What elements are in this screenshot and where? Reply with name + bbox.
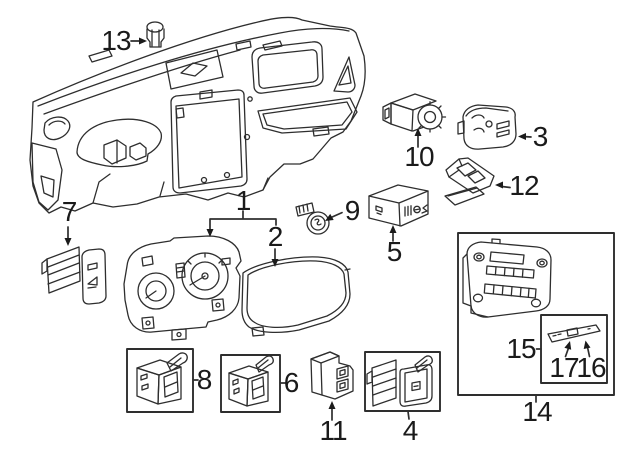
instrument-panel-drawing: [29, 16, 366, 214]
callout-label-12: 12: [509, 170, 539, 201]
part-13-clip: [146, 21, 165, 48]
part-6-switch-assembly: [220, 354, 281, 413]
callout-label-1: 1: [235, 185, 252, 216]
callout-label-6: 6: [283, 367, 300, 398]
callout-label-5: 5: [386, 236, 403, 267]
callout-label-17: 17: [549, 352, 579, 383]
part-2-cluster-lens: [241, 256, 351, 337]
callout-label-15: 15: [506, 333, 536, 364]
callout-label-9: 9: [344, 195, 361, 226]
callout-label-14: 14: [522, 396, 552, 427]
part-12-bracket: [444, 157, 495, 206]
part-7-switch: [41, 246, 107, 305]
part-8-switch-assembly: [126, 348, 194, 413]
part-5-switch: [368, 184, 429, 227]
callout-label-2: 2: [267, 221, 284, 252]
callout-label-7: 7: [61, 196, 78, 227]
callout-leaders: [64, 37, 591, 421]
part-1-instrument-cluster: [123, 235, 242, 341]
part-4-switch-assembly: [364, 351, 441, 412]
callout-label-13: 13: [101, 25, 131, 56]
callout-label-3: 3: [532, 121, 549, 152]
part-11-switch: [310, 351, 354, 400]
callout-label-16: 16: [576, 352, 606, 383]
callout-label-4: 4: [402, 415, 419, 446]
callout-label-11: 11: [319, 415, 347, 446]
callout-label-10: 10: [404, 141, 434, 172]
part-3-switch: [457, 104, 517, 150]
callout-label-8: 8: [196, 364, 213, 395]
part-10-dimmer-switch: [382, 93, 447, 133]
part-9-button: [295, 202, 330, 235]
